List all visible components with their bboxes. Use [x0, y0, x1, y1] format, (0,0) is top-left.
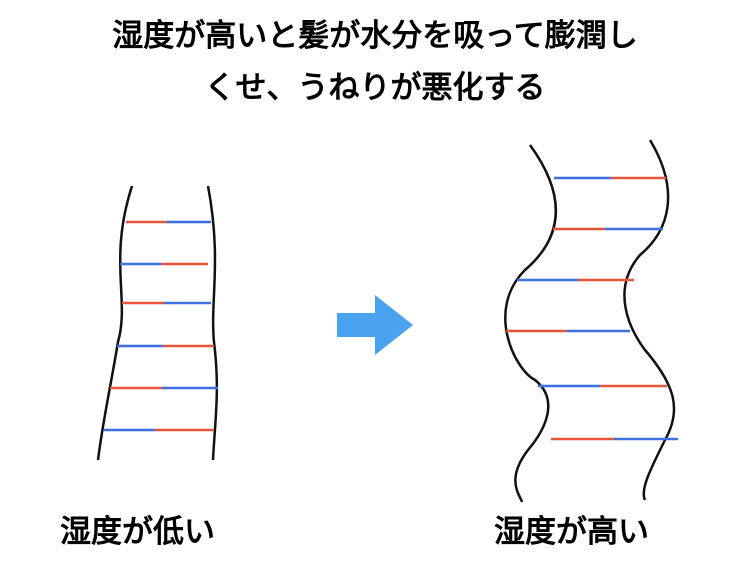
- strand-left-edge: [96, 185, 134, 461]
- headline: 湿度が高いと髪が水分を吸って膨潤し くせ、うねりが悪化する: [0, 10, 750, 114]
- headline-line-1: 湿度が高いと髪が水分を吸って膨潤し: [112, 18, 638, 54]
- strand-right-edge: [206, 185, 219, 461]
- high-humidity-label: 湿度が高い: [494, 514, 649, 550]
- hair-strand-high-humidity: [504, 139, 678, 503]
- headline-line-2: くせ、うねりが悪化する: [204, 70, 546, 106]
- right-arrow-icon: [337, 295, 413, 355]
- strand-left-edge: [504, 144, 558, 503]
- hair-strand-low-humidity: [96, 185, 219, 461]
- low-humidity-label: 湿度が低い: [60, 514, 215, 550]
- strand-right-edge: [623, 139, 676, 501]
